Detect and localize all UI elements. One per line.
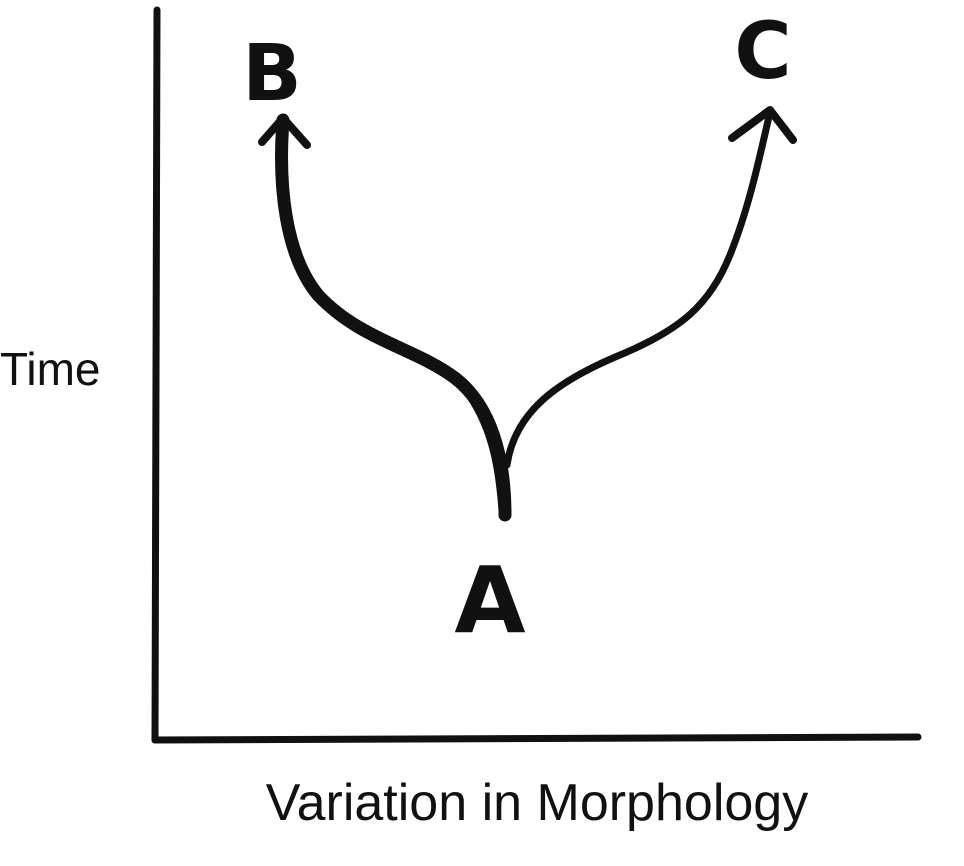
y-axis-label: Time	[0, 343, 101, 395]
x-axis-label: Variation in Morphology	[266, 774, 808, 832]
node-label-b: B	[242, 29, 301, 119]
node-label-c: C	[734, 7, 791, 97]
branch-to-b	[275, 113, 512, 522]
arrowhead-b	[258, 114, 311, 149]
arrowhead-c	[728, 106, 797, 144]
branch-to-c	[503, 108, 774, 469]
y-axis-line	[151, 6, 161, 744]
x-axis-line	[151, 733, 922, 744]
branch-to-b-base	[465, 390, 508, 515]
node-label-a: A	[454, 547, 525, 654]
